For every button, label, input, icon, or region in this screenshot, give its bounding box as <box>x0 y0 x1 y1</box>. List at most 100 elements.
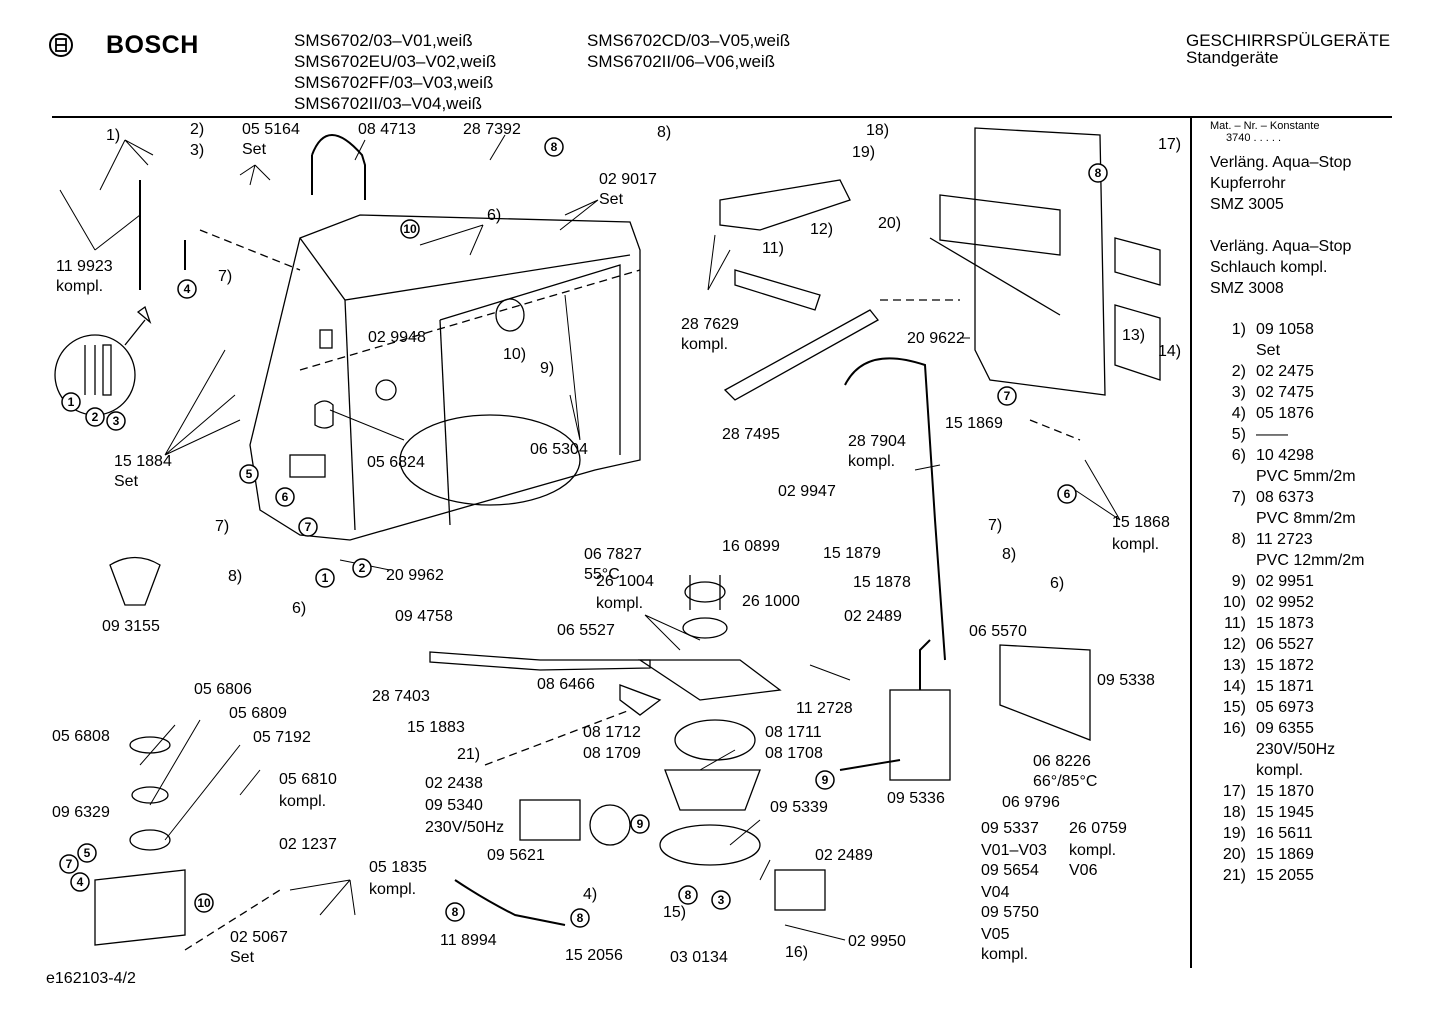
brand-name: BOSCH <box>106 31 199 59</box>
note-aqua-stop-1: Verläng. Aqua–Stop Kupferrohr SMZ 3005 <box>1210 152 1364 215</box>
callout-label: 14) <box>1158 343 1182 360</box>
part-value: 05 6973 <box>1256 699 1314 716</box>
circled-number-text: 4 <box>77 875 84 889</box>
parts-row: 8)11 2723 <box>1210 529 1364 550</box>
callout-label: kompl. <box>848 453 896 470</box>
callout-label: 09 4758 <box>395 608 453 625</box>
circled-number-text: 4 <box>184 282 191 296</box>
callout-label: 09 5337 <box>981 820 1039 837</box>
circled-number-text: 8 <box>1095 166 1102 180</box>
parts-row: PVC 5mm/2m <box>1210 466 1364 487</box>
part-key: 1) <box>1231 321 1246 338</box>
part-key: 15) <box>1222 699 1246 716</box>
callout-label: 7) <box>215 518 230 535</box>
circled-number: 4 <box>70 872 90 892</box>
callout-label: 09 5750 <box>981 904 1039 921</box>
parts-row: 1)09 1058 <box>1210 319 1364 340</box>
model-line: SMS6702CD/03–V05,weiß <box>587 31 791 50</box>
circled-number: 9 <box>630 814 650 834</box>
sidebar: Mat. – Nr. – Konstante 3740 . . . . . Ve… <box>1210 120 1364 886</box>
callout-label: 15 1883 <box>407 719 465 736</box>
part-key: 2) <box>1231 363 1246 380</box>
mat-value: 3740 . . . . . <box>1226 132 1282 144</box>
callout-label: 06 5527 <box>557 622 615 639</box>
spray-arms <box>429 179 879 671</box>
callout-label: 08 1712 <box>583 724 641 741</box>
part-value: 06 5527 <box>1256 636 1314 653</box>
callout-label: 12) <box>810 221 834 238</box>
callout-label: 8) <box>228 568 243 585</box>
model-line: SMS6702II/06–V06,weiß <box>587 52 776 71</box>
parts-row: 18)15 1945 <box>1210 802 1364 823</box>
callout-label: 66°/85°C <box>1033 773 1098 790</box>
parts-row: 2) 02 2475 <box>1210 361 1364 382</box>
callout-label: 15 1868 <box>1112 514 1170 531</box>
note-line: Schlauch kompl. <box>1210 259 1328 276</box>
callout-label: 6) <box>1050 575 1065 592</box>
callout-label: 09 5336 <box>887 790 945 807</box>
circled-number-text: 1 <box>68 395 75 409</box>
callout-label: 15 1878 <box>853 574 911 591</box>
circled-number: 4 <box>177 279 197 299</box>
circled-number: 10 <box>194 893 214 913</box>
circled-number: 3 <box>711 890 731 910</box>
callout-label: 6) <box>487 207 502 224</box>
callout-label: 16 0899 <box>722 538 780 555</box>
note-aqua-stop-2: Verläng. Aqua–Stop Schlauch kompl. SMZ 3… <box>1210 236 1364 299</box>
part-value: —— <box>1256 426 1288 443</box>
part-key: 4) <box>1231 405 1246 422</box>
part-value: Set <box>1256 342 1281 359</box>
bosch-logo-icon <box>48 32 74 63</box>
part-key: 6) <box>1231 447 1246 464</box>
callout-label: 15 1884 <box>114 453 172 470</box>
callout-label: 09 5338 <box>1097 672 1155 689</box>
callout-label: 06 7827 <box>584 546 642 563</box>
circled-number: 2 <box>352 558 372 578</box>
callout-label: 06 9796 <box>1002 794 1060 811</box>
callout-label: 28 7392 <box>463 121 521 138</box>
part-key: 21) <box>1222 867 1246 884</box>
circled-number: 7 <box>59 854 79 874</box>
callout-label: 08 1709 <box>583 745 641 762</box>
callout-label: 02 2489 <box>844 608 902 625</box>
callout-label: 03 0134 <box>670 949 728 966</box>
callout-label: 06 5304 <box>530 441 588 458</box>
circled-number-text: 5 <box>84 846 91 860</box>
parts-row: 17)15 1870 <box>1210 781 1364 802</box>
callout-label: 02 9950 <box>848 933 906 950</box>
part-value: PVC 8mm/2m <box>1256 510 1356 527</box>
part-value: PVC 5mm/2m <box>1256 468 1356 485</box>
parts-row: 7)08 6373 <box>1210 487 1364 508</box>
parts-row: 4)05 1876 <box>1210 403 1364 424</box>
parts-row: 12)06 5527 <box>1210 634 1364 655</box>
part-value: 15 1873 <box>1256 615 1314 632</box>
circled-number-text: 9 <box>637 817 644 831</box>
callout-label: 20 9962 <box>386 567 444 584</box>
callout-label: 09 5340 <box>425 797 483 814</box>
callout-label: 19) <box>852 144 876 161</box>
part-value: 02 7475 <box>1256 384 1314 401</box>
callout-label: 17) <box>1158 136 1182 153</box>
parts-row: 230V/50Hz <box>1210 739 1364 760</box>
callout-label: 05 1835 <box>369 859 427 876</box>
part-key: 3) <box>1231 384 1246 401</box>
part-value: 02 2475 <box>1256 363 1314 380</box>
circled-number: 8 <box>445 902 465 922</box>
parts-row: 20)15 1869 <box>1210 844 1364 865</box>
circled-number-text: 7 <box>66 857 73 871</box>
parts-row: PVC 12mm/2m <box>1210 550 1364 571</box>
parts-row: 15) 05 6973 <box>1210 697 1364 718</box>
part-value: kompl. <box>1256 762 1304 779</box>
water-softener <box>94 556 186 946</box>
circled-number-text: 3 <box>113 414 120 428</box>
part-key: 14) <box>1222 678 1246 695</box>
callout-label: Set <box>242 141 267 158</box>
circled-number-text: 1 <box>322 571 329 585</box>
part-key: 10) <box>1222 594 1246 611</box>
circled-number-text: 10 <box>403 222 417 236</box>
parts-row: 9)02 9951 <box>1210 571 1364 592</box>
callout-label: 02 5067 <box>230 929 288 946</box>
part-value: 15 1871 <box>1256 678 1314 695</box>
circled-number-text: 9 <box>822 773 829 787</box>
callout-label: 8) <box>657 124 672 141</box>
